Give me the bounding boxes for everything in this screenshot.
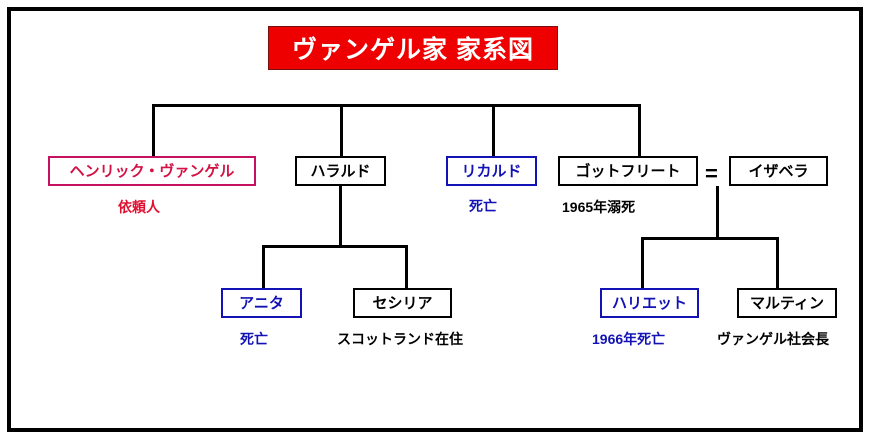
parent-line-gottfried-isabella (716, 186, 719, 238)
node-martin-label: マルティン (749, 294, 825, 312)
node-ricard-label: リカルド (461, 162, 522, 180)
node-isabella[interactable]: イザベラ (729, 156, 828, 186)
node-cecilia-label: セシリア (372, 294, 433, 312)
diagram-outer-frame (7, 7, 863, 432)
drop-line-martin (776, 237, 779, 288)
node-gottfried[interactable]: ゴットフリート (558, 156, 698, 186)
node-harriet[interactable]: ハリエット (600, 288, 699, 318)
marriage-equals-symbol: = (705, 161, 718, 186)
page-title: ヴァンゲル家 家系図 (292, 36, 534, 64)
node-harald[interactable]: ハラルド (295, 156, 386, 186)
caption-harriet: 1966年死亡 (592, 331, 666, 347)
caption-henrik: 依頼人 (118, 199, 160, 215)
node-martin[interactable]: マルティン (737, 288, 837, 318)
drop-line-harriet (641, 237, 644, 288)
drop-line-harald (340, 104, 343, 156)
caption-anita: 死亡 (240, 331, 268, 347)
node-isabella-label: イザベラ (748, 162, 809, 180)
caption-martin: ヴァンゲル社会長 (717, 331, 829, 347)
diagram-title-banner: ヴァンゲル家 家系図 (268, 26, 558, 70)
drop-line-cecilia (405, 245, 408, 288)
node-harald-label: ハラルド (310, 162, 371, 180)
drop-line-anita (262, 245, 265, 288)
node-cecilia[interactable]: セシリア (353, 288, 452, 318)
node-anita[interactable]: アニタ (221, 288, 302, 318)
node-anita-label: アニタ (239, 294, 284, 312)
node-harriet-label: ハリエット (611, 294, 687, 312)
caption-ricard: 死亡 (469, 198, 497, 214)
caption-gottfried: 1965年溺死 (562, 199, 636, 215)
sibling-connector-harald-children (262, 245, 408, 248)
node-ricard[interactable]: リカルド (446, 156, 537, 186)
drop-line-gottfried (638, 104, 641, 156)
sibling-connector-gottfried-children (641, 237, 779, 240)
drop-line-ricard (492, 104, 495, 156)
caption-cecilia: スコットランド在住 (337, 331, 463, 347)
node-gottfried-label: ゴットフリート (575, 162, 681, 180)
sibling-connector-generation1 (152, 104, 641, 107)
parent-line-harald (339, 186, 342, 248)
drop-line-henrik (152, 104, 155, 156)
node-henrik-label: ヘンリック・ヴァンゲル (69, 162, 235, 180)
node-henrik[interactable]: ヘンリック・ヴァンゲル (48, 156, 256, 186)
